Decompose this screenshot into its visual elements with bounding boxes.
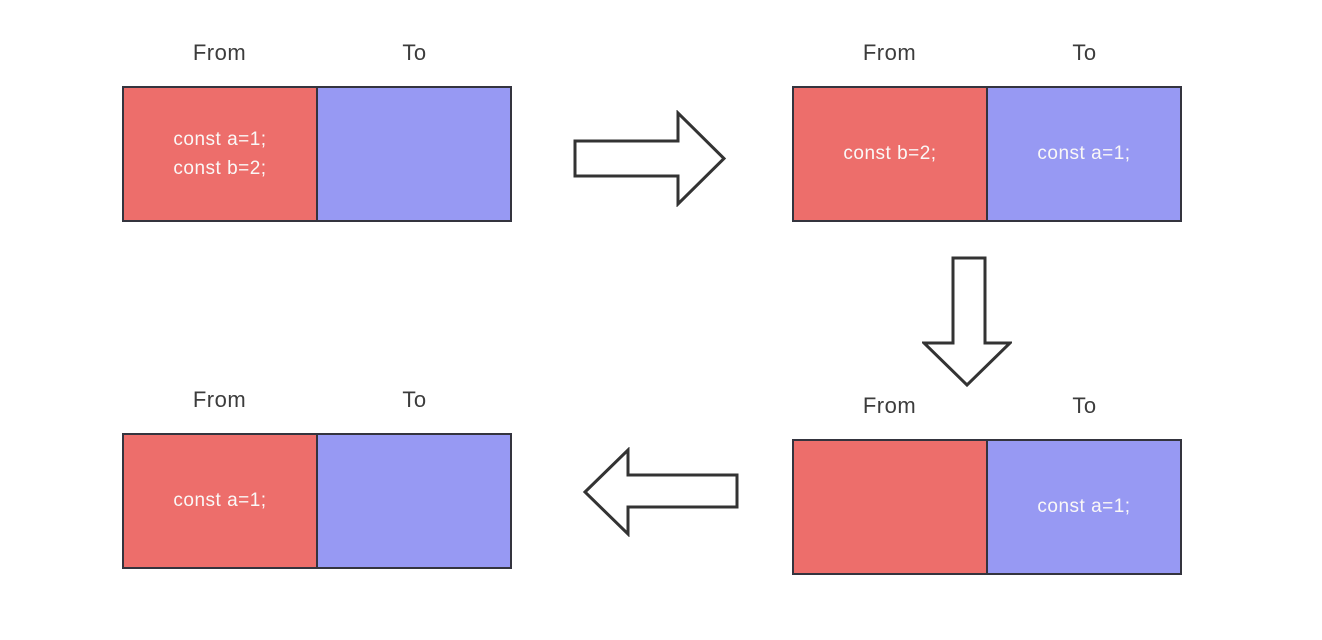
memory-box: const a=1; const b=2; (122, 86, 512, 222)
to-space-contents: const a=1; (1037, 143, 1131, 165)
from-label: From (192, 40, 247, 65)
from-label: From (862, 40, 917, 65)
to-space-contents: const a=1; (1037, 496, 1131, 518)
right-arrow-icon (573, 110, 727, 207)
from-space (794, 441, 988, 573)
space-labels: From To (792, 393, 1182, 419)
memory-box: const b=2; const a=1; (792, 86, 1182, 222)
from-space: const b=2; (794, 88, 988, 220)
to-space (318, 88, 510, 220)
panel-step-3: From To const a=1; (792, 393, 1182, 575)
left-arrow-icon (582, 447, 740, 537)
to-label: To (402, 40, 427, 65)
from-space: const a=1; (124, 435, 318, 567)
to-space: const a=1; (988, 88, 1180, 220)
to-space: const a=1; (988, 441, 1180, 573)
to-space (318, 435, 510, 567)
from-space-contents: const a=1; (173, 490, 267, 512)
panel-step-4: From To const a=1; (122, 387, 512, 569)
down-arrow-icon (922, 256, 1012, 388)
from-space-contents: const b=2; (843, 143, 937, 165)
memory-box: const a=1; (122, 433, 512, 569)
to-label: To (402, 387, 427, 412)
to-label: To (1072, 393, 1097, 418)
from-space-contents: const a=1; const b=2; (173, 128, 267, 179)
from-label: From (862, 393, 917, 418)
panel-step-2: From To const b=2; const a=1; (792, 40, 1182, 222)
from-space: const a=1; const b=2; (124, 88, 318, 220)
space-labels: From To (122, 40, 512, 66)
memory-box: const a=1; (792, 439, 1182, 575)
space-labels: From To (792, 40, 1182, 66)
to-label: To (1072, 40, 1097, 65)
panel-step-1: From To const a=1; const b=2; (122, 40, 512, 222)
from-label: From (192, 387, 247, 412)
space-labels: From To (122, 387, 512, 413)
